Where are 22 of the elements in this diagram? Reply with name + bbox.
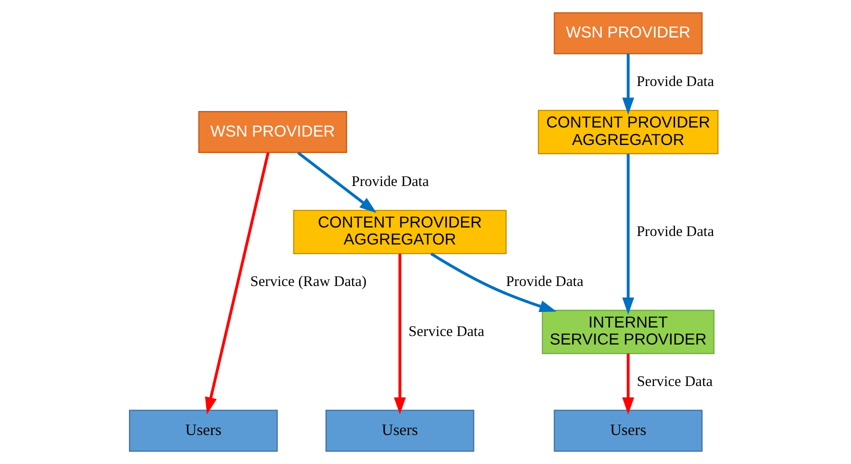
node-box: WSN PROVIDER bbox=[553, 12, 702, 54]
edge-label: Provide Data bbox=[636, 74, 714, 90]
arrow bbox=[622, 154, 634, 315]
node-box: CONTENT PROVIDER AGGREGATOR bbox=[292, 210, 506, 254]
arrow bbox=[393, 254, 406, 414]
node-box: Users bbox=[324, 410, 474, 452]
node-box: WSN PROVIDER bbox=[198, 111, 347, 154]
arrow bbox=[204, 152, 269, 414]
arrow bbox=[622, 354, 634, 414]
edge-label: Service Data bbox=[636, 374, 712, 390]
node-box: CONTENT PROVIDER AGGREGATOR bbox=[537, 110, 718, 154]
arrow bbox=[430, 252, 556, 312]
arrow bbox=[296, 152, 376, 213]
edge-label: Service Data bbox=[408, 324, 484, 340]
edge-label: Provide Data bbox=[636, 224, 714, 240]
node-box: Users bbox=[128, 410, 278, 452]
arrow bbox=[622, 54, 634, 115]
edge-label: Provide Data bbox=[351, 174, 428, 190]
node-box: INTERNET SERVICE PROVIDER bbox=[541, 310, 714, 354]
node-box: Users bbox=[553, 410, 702, 452]
edge-label: Service (Raw Data) bbox=[250, 274, 366, 290]
edge-label: Provide Data bbox=[505, 274, 583, 290]
